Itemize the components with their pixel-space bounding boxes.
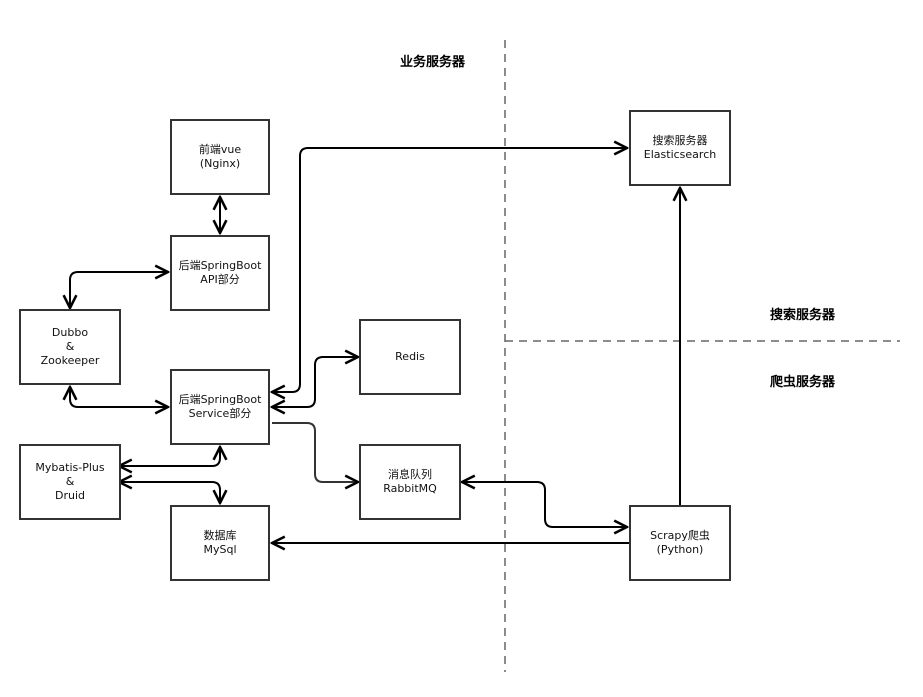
node-mq-line1: 消息队列 (388, 468, 432, 481)
node-mybatis: Mybatis-Plus & Druid (19, 444, 121, 520)
node-mq: 消息队列 RabbitMQ (359, 444, 461, 520)
edge-mybatis-service (119, 447, 220, 466)
node-redis-line1: Redis (395, 350, 425, 363)
edge-service-redis (272, 357, 358, 407)
edge-api-dubbo (70, 272, 168, 308)
node-api-line1: 后端SpringBoot (178, 259, 262, 272)
node-api-line2: API部分 (200, 273, 240, 286)
node-mybatis-line2: & (65, 475, 75, 488)
region-label-crawler: 爬虫服务器 (770, 375, 836, 390)
node-dubbo-line2: & (65, 340, 75, 353)
node-mybatis-line3: Druid (54, 489, 85, 502)
node-mysql-line2: MySql (203, 543, 237, 556)
node-frontend-line1: 前端vue (198, 143, 242, 156)
node-mysql: 数据库 MySql (170, 505, 270, 581)
node-dubbo: Dubbo & Zookeeper (19, 309, 121, 385)
node-service: 后端SpringBoot Service部分 (170, 369, 270, 445)
edge-mybatis-mysql (119, 482, 220, 503)
edge-service-mq (272, 422, 358, 482)
node-mq-line2: RabbitMQ (383, 482, 437, 495)
node-mysql-line1: 数据库 (203, 529, 237, 542)
node-es-line2: Elasticsearch (643, 148, 717, 161)
node-api: 后端SpringBoot API部分 (170, 235, 270, 311)
node-scrapy-line1: Scrapy爬虫 (650, 529, 710, 542)
edge-mq-scrapy (462, 482, 627, 527)
node-dubbo-line1: Dubbo (51, 326, 89, 339)
region-label-search: 搜索服务器 (770, 308, 836, 323)
node-mybatis-line1: Mybatis-Plus (35, 461, 105, 474)
node-service-line1: 后端SpringBoot (178, 393, 262, 406)
node-service-line2: Service部分 (188, 407, 252, 420)
node-scrapy-line2: (Python) (656, 543, 704, 556)
node-redis: Redis (359, 319, 461, 395)
node-scrapy: Scrapy爬虫 (Python) (629, 505, 731, 581)
node-elasticsearch: 搜索服务器 Elasticsearch (629, 110, 731, 186)
node-frontend-line2: (Nginx) (199, 157, 241, 170)
region-label-business: 业务服务器 (400, 55, 466, 70)
node-es-line1: 搜索服务器 (652, 134, 708, 147)
node-frontend: 前端vue (Nginx) (170, 119, 270, 195)
node-dubbo-line3: Zookeeper (40, 354, 100, 367)
edge-dubbo-service (70, 387, 168, 407)
